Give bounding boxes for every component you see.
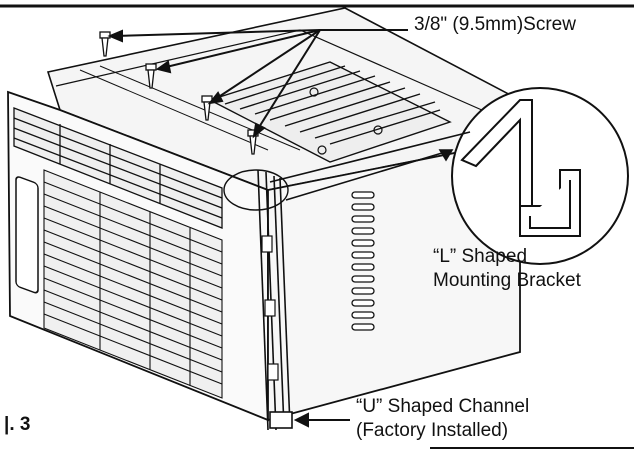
u-channel-rail [257, 169, 293, 431]
l-bracket-detail [460, 99, 581, 237]
bracket-zoom-circle [451, 87, 629, 265]
u-channel-leader [293, 412, 350, 428]
top-bolt [309, 87, 319, 97]
l-bracket-label-line-2: Mounting Bracket [433, 270, 581, 291]
u-channel-label-line-2: (Factory Installed) [356, 420, 509, 441]
screw-1 [99, 31, 111, 57]
control-panel [15, 176, 39, 294]
top-rail-2 [79, 69, 269, 151]
l-bracket-label-line-1: “L” Shaped [433, 246, 528, 267]
side-vent-slots [351, 191, 375, 331]
top-rail-3 [99, 65, 301, 151]
screw-2 [145, 63, 157, 89]
top-bolt-2 [373, 125, 383, 135]
screw-3 [201, 95, 213, 121]
front-upper-louvers [13, 107, 223, 229]
u-channel-label-line-1: “U” Shaped Channel [356, 396, 530, 417]
screw-leader-lines [107, 29, 408, 139]
figure-number: |. 3 [4, 414, 31, 435]
unit-side-face [267, 138, 521, 422]
screws [99, 31, 259, 155]
rail-tabs [261, 235, 279, 381]
corner-highlight-ellipse [223, 169, 289, 211]
front-intake-grille [43, 169, 223, 399]
zoom-leader-lines [269, 131, 471, 201]
top-bolt-3 [317, 145, 327, 155]
screw-label: 3/8" (9.5mm)Screw [414, 14, 576, 35]
